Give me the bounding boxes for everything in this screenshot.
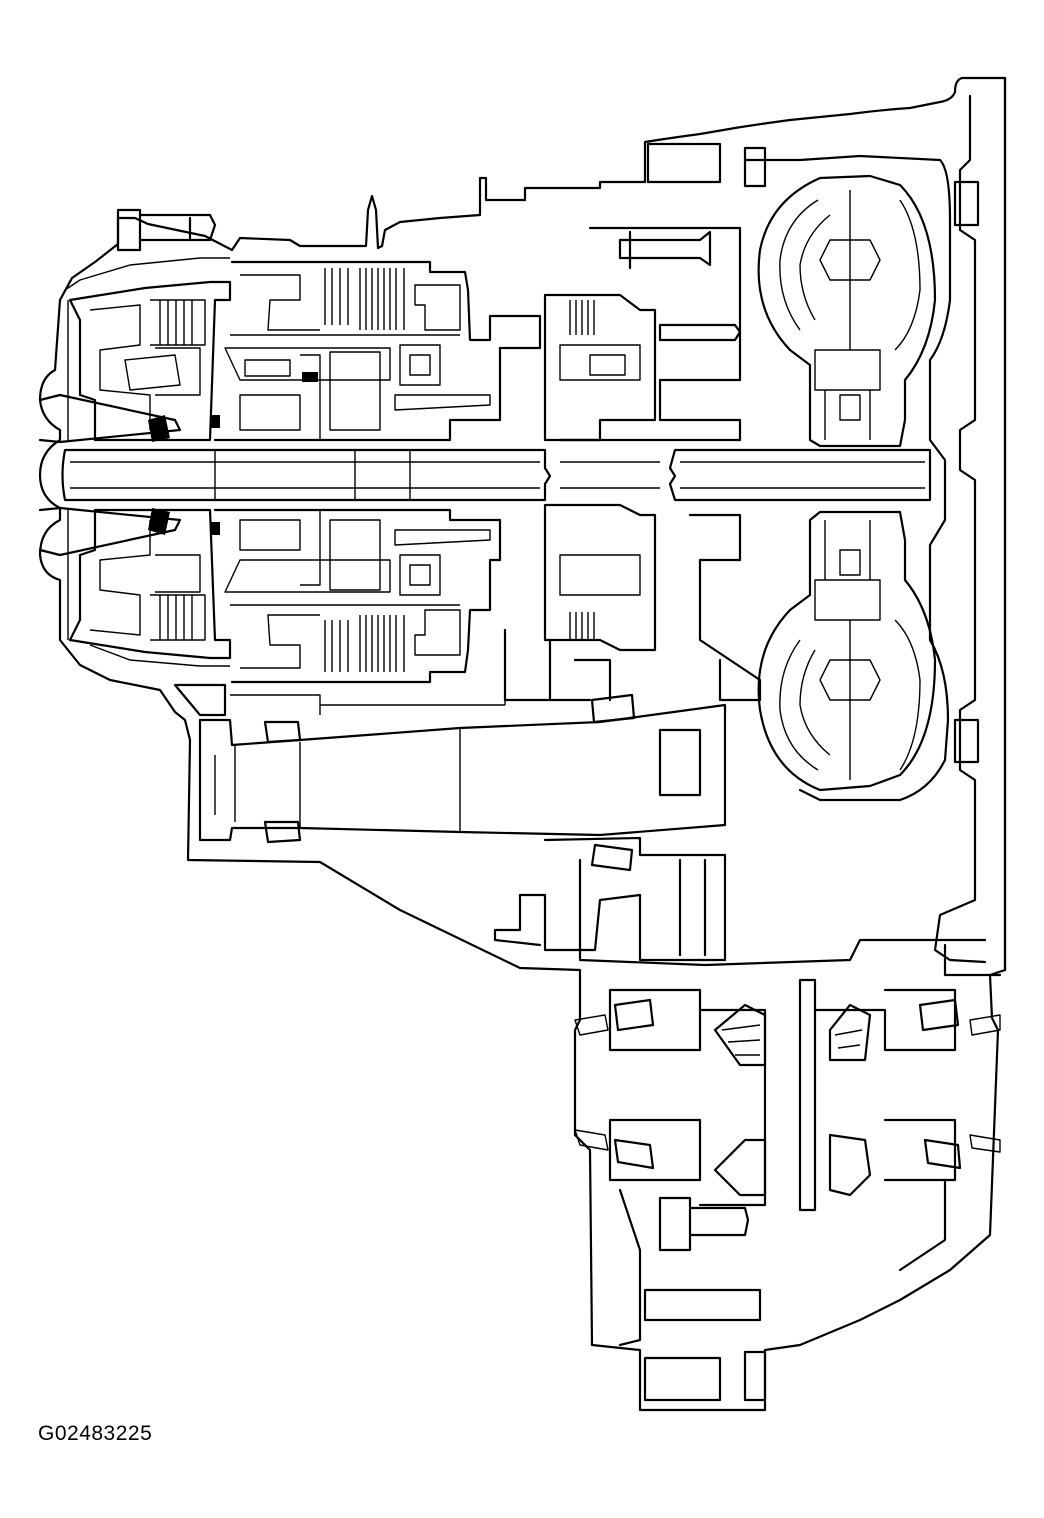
converter-lower-inner [779,619,921,780]
converter-lower-stator [814,520,881,621]
input-shaft [61,448,932,502]
converter-upper-inner [779,190,921,351]
inner-case-wall-lower [230,690,506,715]
left-mounting-bolt [116,208,217,252]
torque-converter [757,174,937,792]
differential-assembly [574,943,1002,1402]
upper-clutch-planetary-pack [38,260,542,444]
converter-upper-stator [814,349,881,440]
counter-gear-assembly [173,628,727,844]
housing-outline [38,76,1007,1412]
output-gear-section [493,836,987,967]
converter-lower-shell [757,510,937,792]
right-case-flange [933,76,1007,972]
lower-clutch-planetary-pack [38,506,502,684]
inner-case-wall-upper [64,257,230,667]
figure-id-label: G02483225 [38,1422,153,1445]
right-case-inner-wall [743,154,952,802]
converter-upper-shell [757,174,937,448]
center-clutch-assembly [543,142,980,764]
